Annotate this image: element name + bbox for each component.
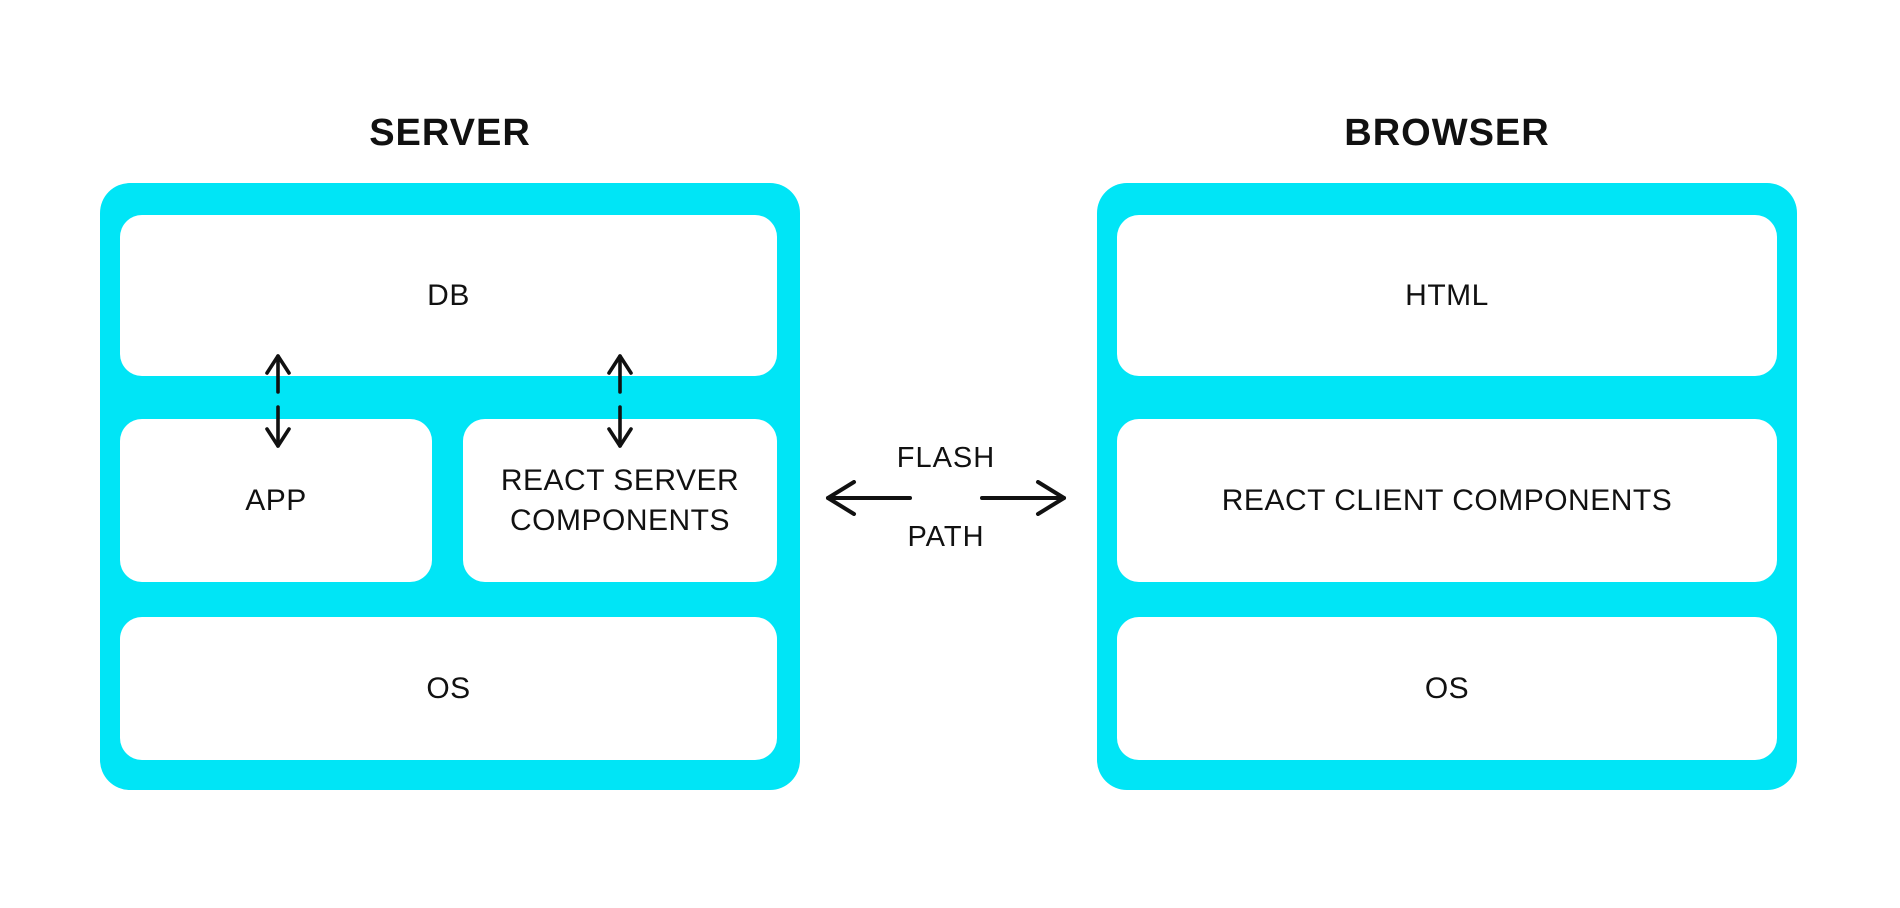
react-server-components-label: REACT SERVER COMPONENTS	[500, 463, 740, 537]
db-label: DB	[427, 278, 470, 312]
db-box: DB	[120, 215, 777, 376]
react-server-components-box: REACT SERVER COMPONENTS	[463, 419, 777, 582]
up-down-arrow-icon	[607, 354, 633, 448]
server-title: SERVER	[369, 112, 531, 154]
left-arrow-icon	[826, 480, 912, 516]
browser-os-box: OS	[1117, 617, 1777, 760]
server-os-label: OS	[426, 671, 471, 705]
flash-label: FLASH	[896, 442, 996, 474]
right-arrow-icon	[980, 480, 1066, 516]
react-client-components-label: REACT CLIENT COMPONENTS	[1221, 483, 1673, 517]
react-client-components-box: REACT CLIENT COMPONENTS	[1117, 419, 1777, 582]
path-label: PATH	[907, 521, 985, 553]
browser-title: BROWSER	[1344, 112, 1550, 154]
browser-os-label: OS	[1424, 671, 1470, 705]
up-down-arrow-icon	[265, 354, 291, 448]
server-os-box: OS	[120, 617, 777, 760]
server-box: DB APP REACT SERVER COMPONENTS OS	[100, 183, 800, 790]
html-box: HTML	[1117, 215, 1777, 376]
app-label: APP	[245, 483, 307, 517]
browser-box: HTML REACT CLIENT COMPONENTS OS	[1097, 183, 1797, 790]
html-label: HTML	[1405, 278, 1489, 312]
